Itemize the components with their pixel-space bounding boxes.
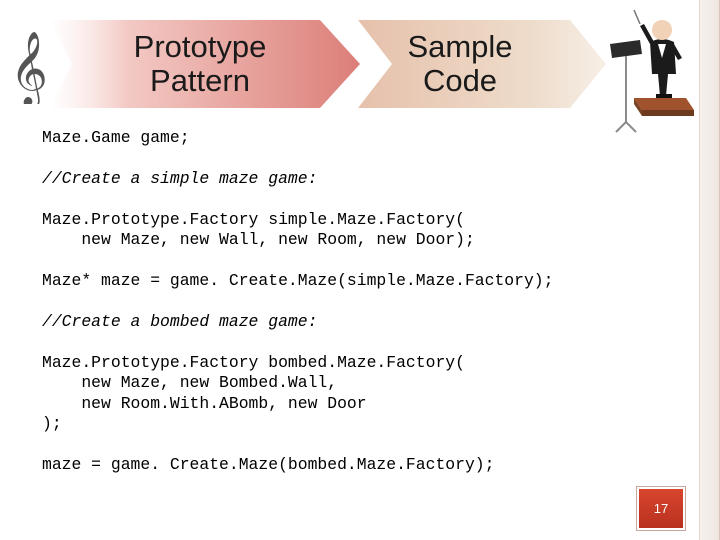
conductor-clipart (606, 2, 696, 134)
code-line-5: Maze.Prototype.Factory simple.Maze.Facto… (42, 209, 465, 229)
code-block: Maze.Game game; //Create a simple maze g… (42, 128, 682, 476)
code-line-6: new Maze, new Wall, new Room, new Door); (42, 230, 475, 250)
code-line-12: Maze.Prototype.Factory bombed.Maze.Facto… (42, 352, 465, 372)
code-line-14: new Room.With.ABomb, new Door (42, 393, 367, 413)
page-number-badge: 17 (636, 486, 686, 531)
banner-sample-code: Sample Code (358, 20, 608, 108)
code-comment-simple: //Create a simple maze game: (42, 168, 318, 188)
code-blank-line (42, 292, 682, 312)
banner-right-title: Sample Code (407, 29, 513, 98)
code-line-17: maze = game. Create.Maze(bombed.Maze.Fac… (42, 455, 495, 475)
banner-prototype-pattern: Prototype Pattern (50, 20, 390, 108)
treble-clef-icon: 𝄞 (8, 24, 48, 109)
code-comment-bombed: //Create a bombed maze game: (42, 311, 318, 331)
code-line-8: Maze* maze = game. Create.Maze(simple.Ma… (42, 270, 554, 290)
code-blank-line (42, 332, 682, 352)
code-line-15: ); (42, 414, 62, 434)
code-blank-line (42, 189, 682, 209)
code-line-13: new Maze, new Bombed.Wall, (42, 373, 338, 393)
svg-text:𝄞: 𝄞 (10, 32, 48, 104)
code-blank-line (42, 435, 682, 455)
code-blank-line (42, 149, 682, 169)
code-blank-line (42, 251, 682, 271)
slide-right-border (699, 0, 720, 540)
code-line-1: Maze.Game game; (42, 128, 190, 147)
banner-left-title: Prototype Pattern (133, 29, 267, 98)
